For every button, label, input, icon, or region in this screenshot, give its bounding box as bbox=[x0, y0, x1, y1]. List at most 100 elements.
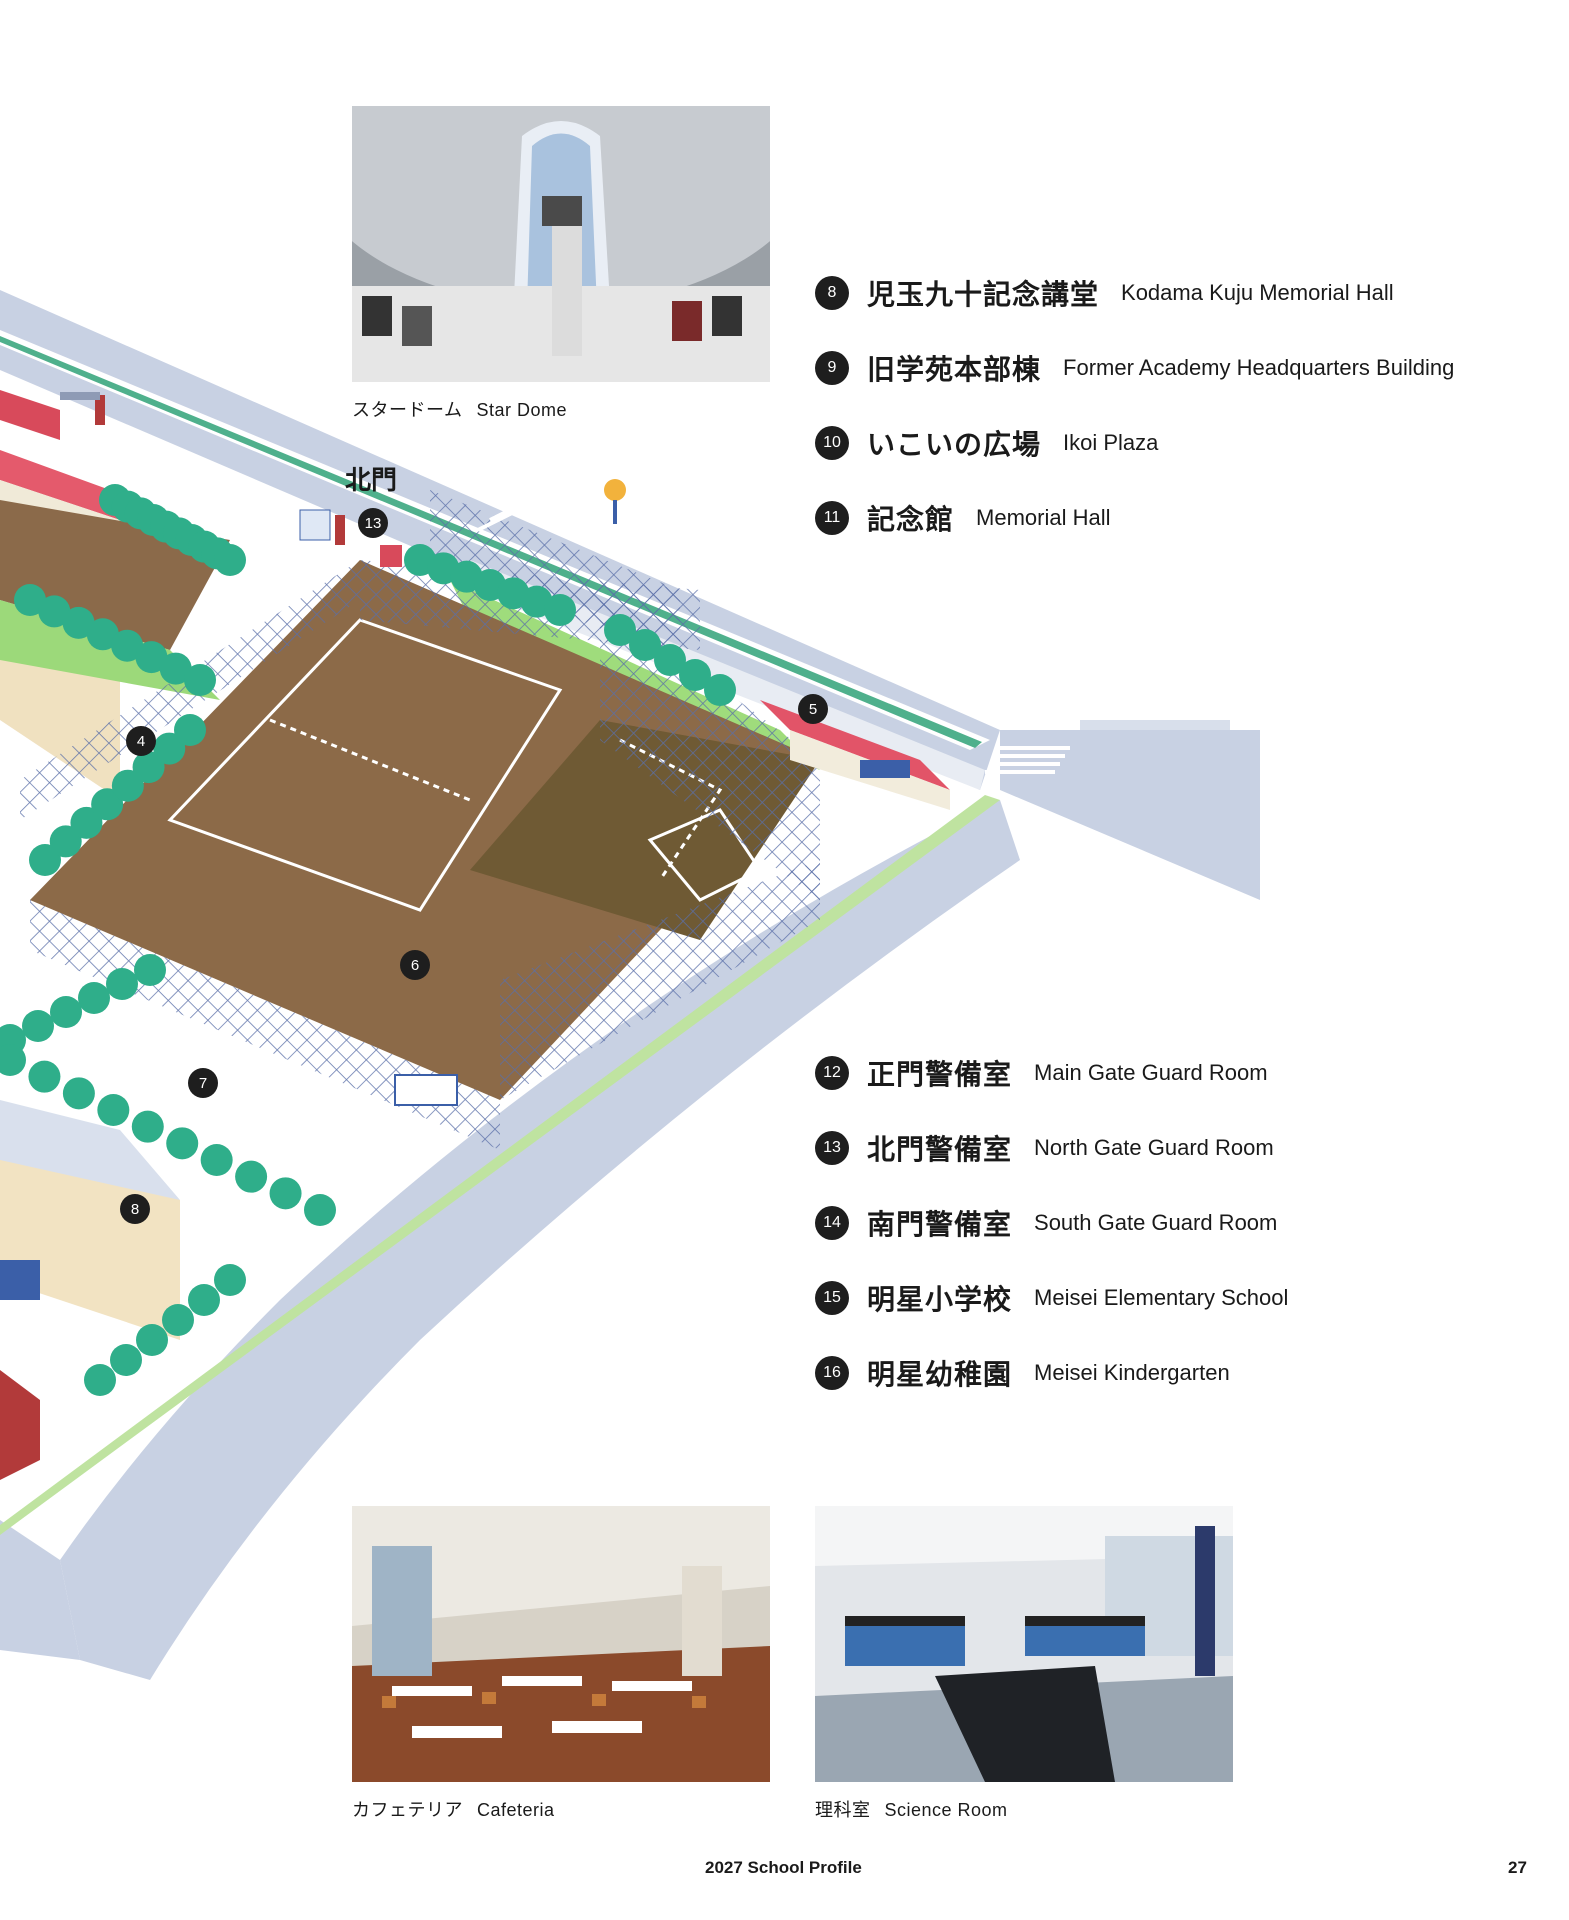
legend-name-en: Kodama Kuju Memorial Hall bbox=[1121, 280, 1394, 305]
legend-name-en: Memorial Hall bbox=[976, 505, 1111, 530]
yellow-sign-icon bbox=[604, 479, 626, 524]
utility-shed bbox=[394, 1074, 458, 1106]
tree bbox=[22, 1010, 54, 1042]
tree bbox=[111, 629, 144, 662]
tree bbox=[235, 1160, 268, 1193]
science-room-photo bbox=[815, 1506, 1233, 1782]
legend-name-ja: 記念館 bbox=[867, 504, 955, 535]
tree bbox=[14, 584, 46, 616]
north-gate-structures bbox=[60, 392, 402, 567]
tree bbox=[166, 1127, 199, 1160]
tree bbox=[111, 769, 144, 802]
map-marker-5: 5 bbox=[798, 694, 828, 724]
legend-name-ja: 明星小学校 bbox=[867, 1284, 1013, 1315]
legend-item-12: 12 正門警備室 Main Gate Guard Room bbox=[815, 1053, 1268, 1093]
legend-number-badge: 16 bbox=[815, 1356, 849, 1390]
legend-name-en: Main Gate Guard Room bbox=[1034, 1060, 1268, 1085]
legend-name-ja: 南門警備室 bbox=[867, 1209, 1013, 1240]
legend-item-13: 13 北門警備室 North Gate Guard Room bbox=[815, 1128, 1274, 1168]
tree bbox=[214, 1264, 246, 1296]
legend-number-badge: 12 bbox=[815, 1056, 849, 1090]
map-marker-7: 7 bbox=[188, 1068, 218, 1098]
legend-number-badge: 8 bbox=[815, 276, 849, 310]
map-marker-4: 4 bbox=[126, 726, 156, 756]
tree bbox=[629, 629, 661, 661]
tree bbox=[49, 825, 82, 858]
legend-name-ja: 明星幼稚園 bbox=[867, 1359, 1013, 1390]
tree bbox=[679, 659, 711, 691]
tree bbox=[110, 1344, 142, 1376]
star-dome-caption-ja: スタードーム bbox=[352, 400, 463, 420]
tree bbox=[654, 644, 686, 676]
crosswalks bbox=[477, 498, 1070, 774]
cafeteria-caption-en: Cafeteria bbox=[477, 1800, 555, 1820]
legend-name-en: North Gate Guard Room bbox=[1034, 1135, 1274, 1160]
tree bbox=[544, 594, 576, 626]
legend-item-8: 8 児玉九十記念講堂 Kodama Kuju Memorial Hall bbox=[815, 273, 1394, 313]
legend-name-ja: 北門警備室 bbox=[867, 1134, 1013, 1165]
tree bbox=[84, 1364, 116, 1396]
tree bbox=[188, 1284, 220, 1316]
legend-name-en: Ikoi Plaza bbox=[1063, 430, 1159, 455]
legend-number-badge: 15 bbox=[815, 1281, 849, 1315]
science-room-caption-ja: 理科室 bbox=[815, 1800, 871, 1820]
tree bbox=[134, 954, 166, 986]
legend-number-badge: 10 bbox=[815, 426, 849, 460]
legend-item-11: 11 記念館 Memorial Hall bbox=[815, 498, 1111, 538]
north-gate-label: 北門 bbox=[345, 465, 398, 495]
legend-name-ja: いこいの広場 bbox=[867, 429, 1042, 460]
legend-item-9: 9 旧学苑本部棟 Former Academy Headquarters Bui… bbox=[815, 348, 1454, 388]
legend-name-ja: 児玉九十記念講堂 bbox=[867, 279, 1100, 310]
science-room-caption: 理科室 Science Room bbox=[815, 1796, 1008, 1822]
tree bbox=[269, 1177, 302, 1210]
tree bbox=[132, 751, 165, 784]
tree bbox=[78, 982, 110, 1014]
trees bbox=[0, 484, 736, 1396]
footer-title: 2027 School Profile bbox=[705, 1858, 862, 1877]
map-marker-6: 6 bbox=[400, 950, 430, 980]
map-marker-8: 8 bbox=[120, 1194, 150, 1224]
tree bbox=[91, 788, 124, 821]
tree bbox=[29, 844, 61, 876]
legend-name-en: South Gate Guard Room bbox=[1034, 1210, 1278, 1235]
legend-item-15: 15 明星小学校 Meisei Elementary School bbox=[815, 1278, 1288, 1318]
tree bbox=[704, 674, 736, 706]
tree bbox=[62, 1077, 95, 1110]
tree bbox=[214, 544, 246, 576]
tree bbox=[184, 664, 216, 696]
tree bbox=[604, 614, 636, 646]
tree bbox=[135, 641, 168, 674]
legend-name-en: Meisei Kindergarten bbox=[1034, 1360, 1230, 1385]
tree bbox=[97, 1094, 130, 1126]
tree bbox=[28, 1060, 61, 1093]
tree bbox=[159, 652, 192, 685]
star-dome-photo bbox=[352, 106, 770, 382]
cafeteria-caption-ja: カフェテリア bbox=[352, 1800, 463, 1820]
legend-name-ja: 正門警備室 bbox=[867, 1059, 1013, 1090]
legend-number-badge: 13 bbox=[815, 1131, 849, 1165]
legend-item-16: 16 明星幼稚園 Meisei Kindergarten bbox=[815, 1353, 1230, 1393]
tree bbox=[86, 618, 119, 651]
tree bbox=[70, 806, 103, 839]
science-room-caption-en: Science Room bbox=[884, 1800, 1008, 1820]
tree bbox=[200, 1144, 233, 1176]
tree bbox=[304, 1194, 336, 1226]
tree bbox=[136, 1324, 168, 1356]
map-marker-13: 13 bbox=[358, 508, 388, 538]
tree bbox=[174, 714, 206, 746]
tree bbox=[106, 968, 138, 1000]
tree bbox=[162, 1304, 194, 1336]
legend-name-ja: 旧学苑本部棟 bbox=[867, 354, 1042, 385]
cafeteria-caption: カフェテリア Cafeteria bbox=[352, 1796, 555, 1822]
tree bbox=[38, 595, 71, 628]
tree bbox=[131, 1110, 164, 1143]
legend-number-badge: 9 bbox=[815, 351, 849, 385]
legend-item-14: 14 南門警備室 South Gate Guard Room bbox=[815, 1203, 1277, 1243]
tree bbox=[0, 1044, 26, 1076]
legend-number-badge: 11 bbox=[815, 501, 849, 535]
legend-name-en: Former Academy Headquarters Building bbox=[1063, 355, 1455, 380]
cafeteria-photo bbox=[352, 1506, 770, 1782]
tree bbox=[50, 996, 82, 1028]
